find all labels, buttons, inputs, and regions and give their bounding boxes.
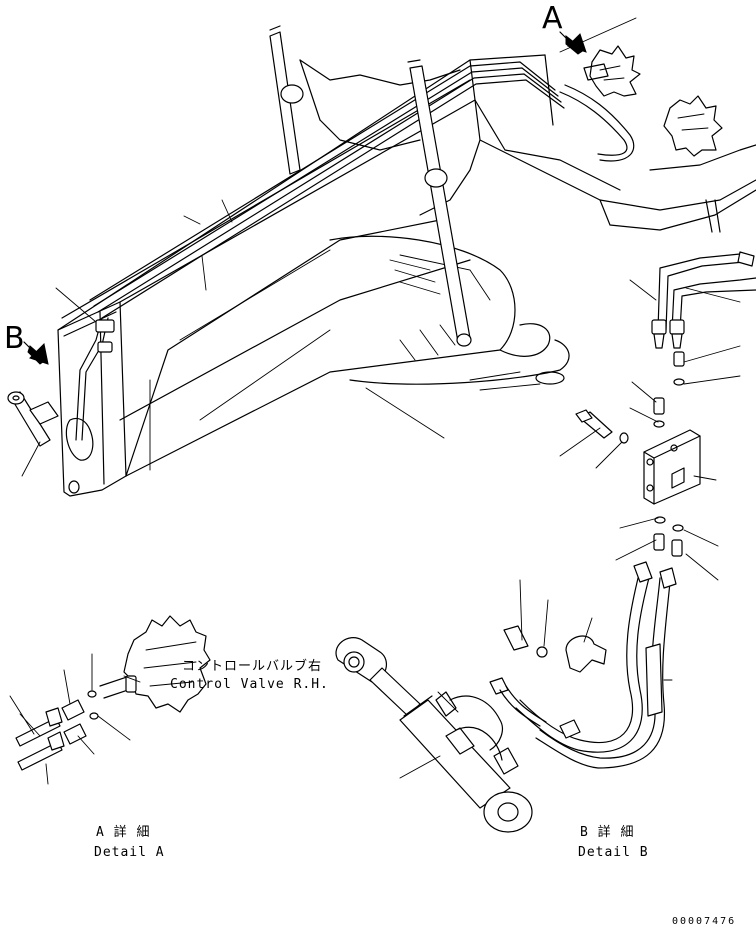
view-arrow-a [560,32,586,54]
detail-a-caption-en: Detail A [94,845,165,860]
valve-block-top [590,46,722,156]
lift-rods [270,26,471,346]
view-letter-b: B [4,321,25,356]
detail-b-piping [336,252,756,832]
detail-a-caption-jp: A 詳 細 [96,824,150,840]
detail-b-caption-en: Detail B [578,845,649,860]
view-letter-a: A [542,1,563,36]
boom-tubes [66,62,633,460]
front-cylinder [8,392,58,446]
control-valve-label-en: Control Valve R.H. [170,677,329,692]
detail-b-caption-jp: B 詳 細 [580,824,634,840]
leader-lines [10,18,740,784]
detail-a-parts [16,616,210,770]
drawing-number: 00007476 [672,916,736,927]
view-arrow-b [24,342,48,364]
control-valve-label-jp: コントロールバルブ右 [182,658,322,674]
boom-frame [58,55,756,496]
